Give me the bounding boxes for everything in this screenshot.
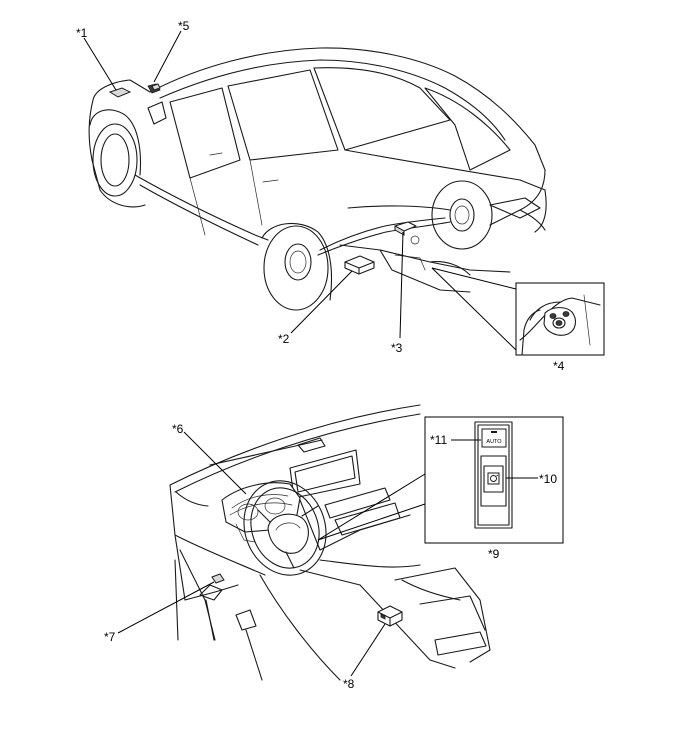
callout-3: *3 [391, 341, 403, 355]
callout-7: *7 [104, 630, 116, 644]
callout-10: *10 [539, 472, 557, 486]
component-6-cluster [183, 431, 247, 495]
component-7-lower-sensor [117, 573, 225, 634]
dashboard-view [169, 404, 491, 681]
auto-label: AUTO [486, 439, 502, 445]
callout-9: *9 [488, 547, 500, 561]
component-4-inset-detail [431, 267, 605, 356]
callout-11: *11 [430, 433, 447, 447]
component-5-windshield-sensor [147, 30, 182, 94]
callout-5: *5 [178, 19, 190, 33]
auto-switch: AUTO [451, 428, 507, 448]
component-2-control-unit [290, 255, 375, 334]
car-rear-view [88, 47, 547, 311]
center-switch [480, 455, 538, 507]
callout-8: *8 [343, 677, 355, 691]
component-1-front-sensor [83, 37, 132, 98]
callout-4: *4 [553, 359, 565, 373]
callout-1: *1 [76, 26, 88, 40]
component-9-switch-inset: AUTO [317, 416, 564, 544]
component-8-console-unit [350, 605, 403, 677]
callout-6: *6 [172, 422, 184, 436]
callout-2: *2 [278, 332, 290, 346]
component-3-module [394, 221, 417, 339]
